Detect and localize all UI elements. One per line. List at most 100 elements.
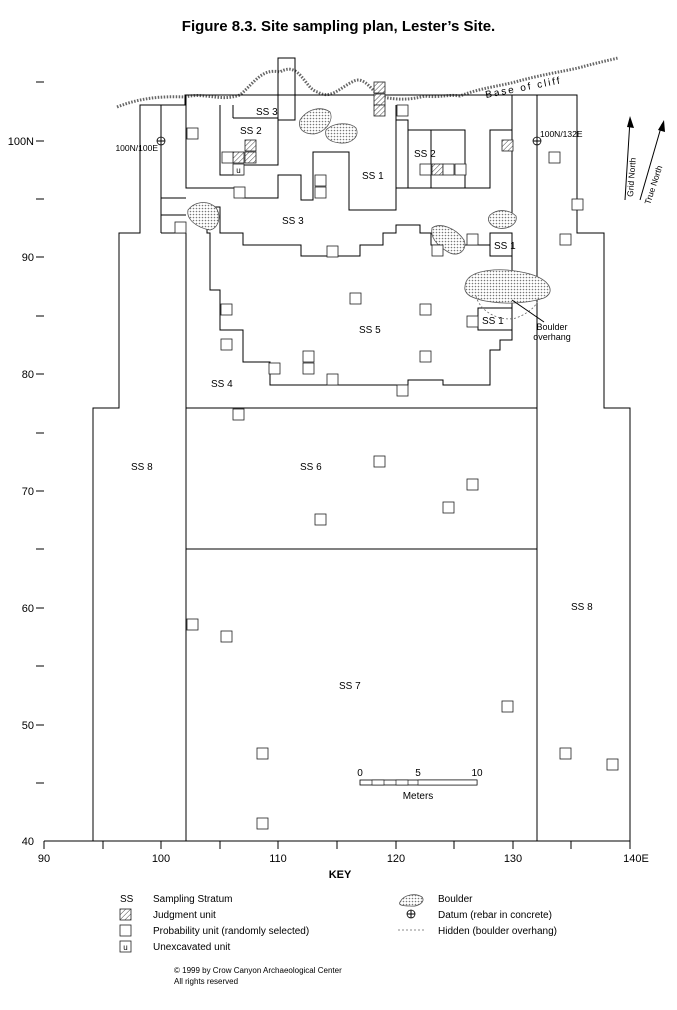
probability-unit xyxy=(419,303,432,316)
x-tick-label-120: 120 xyxy=(387,853,405,865)
key-label-hidden: Hidden (boulder overhang) xyxy=(438,926,557,937)
probability-unit xyxy=(220,338,233,351)
ss1-small-box-1 xyxy=(489,232,513,257)
stratum-label-ss5: SS 5 xyxy=(359,325,381,336)
probability-unit xyxy=(268,362,281,375)
judgment-unit xyxy=(373,104,386,117)
probability-unit xyxy=(466,233,479,246)
probability-unit xyxy=(349,292,362,305)
y-tick-label-40: 40 xyxy=(22,836,34,848)
boulder-1 xyxy=(299,108,332,135)
boulder-2 xyxy=(325,123,358,144)
probability-unit xyxy=(571,198,584,211)
key-symbol-datum xyxy=(406,909,416,919)
probability-unit xyxy=(431,244,444,257)
cliff-base-line xyxy=(116,56,619,109)
figure-title: Figure 8.3. Site sampling plan, Lester’s… xyxy=(181,18,496,35)
probability-unit xyxy=(256,747,269,760)
probability-unit xyxy=(233,186,246,199)
stratum-label-ss6: SS 6 xyxy=(300,462,322,473)
probability-unit xyxy=(466,478,479,491)
stratum-label-ss3-middle: SS 3 xyxy=(282,216,304,227)
probability-unit xyxy=(302,362,315,375)
judgment-unit xyxy=(373,81,386,94)
boulder-3 xyxy=(187,202,220,231)
judgment-unit xyxy=(373,93,386,106)
y-tick-label-90: 90 xyxy=(22,252,34,264)
probability-unit xyxy=(373,455,386,468)
scale-tick-5: 5 xyxy=(415,768,421,779)
y-tick-label-50: 50 xyxy=(22,720,34,732)
stratum-boundaries xyxy=(160,95,538,841)
probability-unit xyxy=(326,373,339,386)
key-label-judgment-unit: Judgment unit xyxy=(153,910,216,921)
probability-unit xyxy=(548,151,561,164)
stratum-label-ss1-center: SS 1 xyxy=(362,171,384,182)
copyright-line-1: © 1999 by Crow Canyon Archaeological Cen… xyxy=(174,966,342,975)
x-tick-label-130: 130 xyxy=(504,853,522,865)
y-axis: 100N 90 80 70 60 50 40 xyxy=(8,81,44,848)
probability-unit xyxy=(186,618,199,631)
probability-unit xyxy=(442,501,455,514)
scale-tick-10: 10 xyxy=(471,768,483,779)
grid-north-label: Grid North xyxy=(625,157,638,197)
true-north-label: True North xyxy=(642,164,664,206)
probability-unit xyxy=(256,817,269,830)
y-tick-label-80: 80 xyxy=(22,369,34,381)
stratum-label-ss4: SS 4 xyxy=(211,379,233,390)
boulder-5 xyxy=(488,210,517,229)
stratum-label-ss1-box-a: SS 1 xyxy=(494,241,516,252)
key-heading: KEY xyxy=(329,869,352,881)
probability-unit xyxy=(186,127,199,140)
datum-100n-100e: 100N/100E xyxy=(115,136,166,153)
probability-unit xyxy=(559,233,572,246)
key-symbol-ss: SS xyxy=(120,894,134,905)
unexcavated-unit-mark: u xyxy=(236,166,240,175)
scale-bar: 0 5 10 Meters xyxy=(357,768,483,802)
probability-units xyxy=(174,104,619,830)
judgment-unit xyxy=(431,163,444,176)
x-tick-label-110: 110 xyxy=(269,853,287,865)
key-symbol-unexcavated xyxy=(119,940,132,953)
key-label-boulder: Boulder xyxy=(438,894,473,905)
key-label-sampling-stratum: Sampling Stratum xyxy=(153,894,232,905)
probability-unit xyxy=(314,186,327,199)
north-arrows: Grid North True North xyxy=(624,116,665,206)
map-key: KEY SS Sampling Stratum Judgment unit Pr… xyxy=(119,869,557,953)
probability-unit xyxy=(232,408,245,421)
stratum-label-ss2-right: SS 2 xyxy=(414,149,436,160)
probability-unit xyxy=(419,350,432,363)
probability-unit xyxy=(220,630,233,643)
probability-unit xyxy=(174,221,187,234)
stratum-label-ss3-top: SS 3 xyxy=(256,107,278,118)
judgment-unit xyxy=(244,139,257,152)
key-label-probability-unit: Probability unit (randomly selected) xyxy=(153,926,309,937)
x-tick-label-140: 140E xyxy=(623,853,649,865)
stratum-label-ss8-right: SS 8 xyxy=(571,602,593,613)
key-symbol-judgment xyxy=(119,908,132,921)
boulder-overhang-hidden-line xyxy=(475,295,539,320)
probability-unit xyxy=(221,151,234,164)
ss2-right-boundary xyxy=(407,129,466,189)
stratum-label-ss1-box-b: SS 1 xyxy=(482,316,504,327)
judgment-unit xyxy=(232,151,245,164)
x-tick-label-90: 90 xyxy=(38,853,50,865)
stratum-label-ss2-left: SS 2 xyxy=(240,126,262,137)
x-tick-label-100: 100 xyxy=(152,853,170,865)
x-axis: 90 100 110 120 130 140E xyxy=(38,840,649,865)
probability-unit xyxy=(442,163,455,176)
boulder-note-leader xyxy=(511,299,545,323)
probability-unit xyxy=(396,384,409,397)
judgment-unit xyxy=(244,151,257,164)
probability-unit xyxy=(606,758,619,771)
probability-unit xyxy=(559,747,572,760)
boulder-4 xyxy=(431,225,466,255)
copyright-line-2: All rights reserved xyxy=(174,977,239,986)
probability-unit xyxy=(501,700,514,713)
key-symbol-probability xyxy=(119,924,132,937)
ss3-top-boundary xyxy=(232,105,278,119)
datum-100n-132e: 100N/132E xyxy=(532,129,583,146)
datum-label-100n132e: 100N/132E xyxy=(540,129,583,139)
